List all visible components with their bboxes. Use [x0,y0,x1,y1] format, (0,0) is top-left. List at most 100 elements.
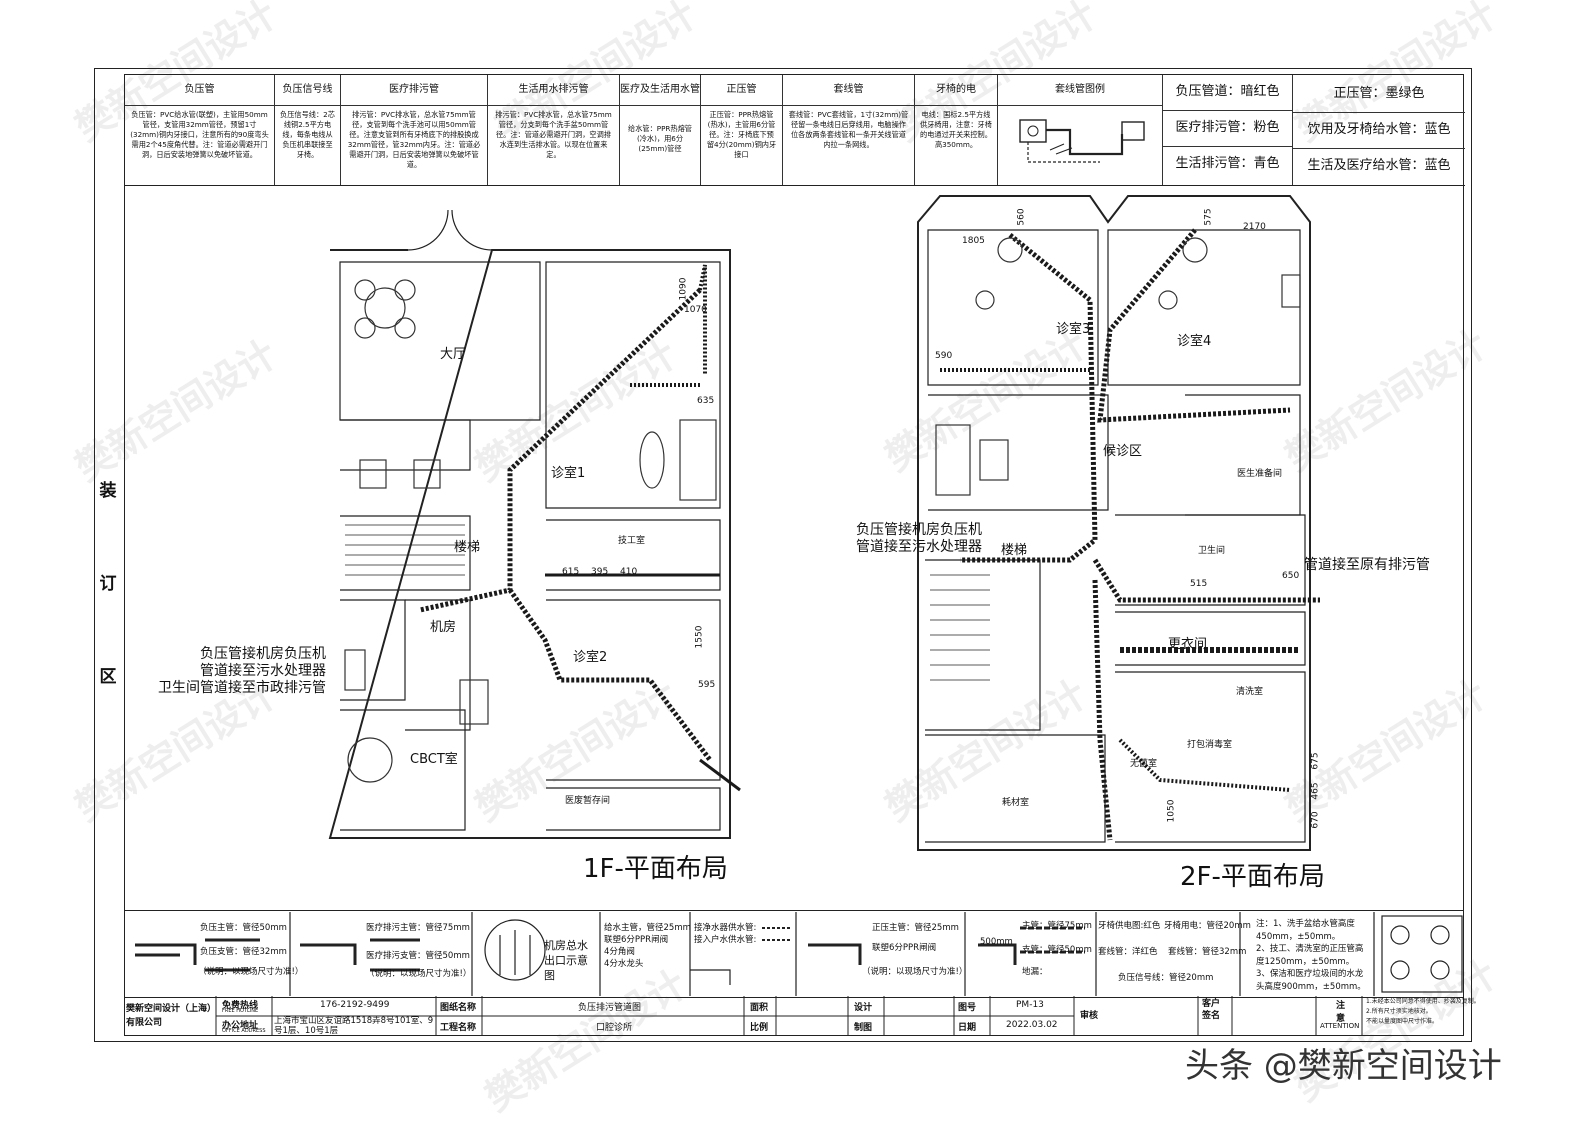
floor1-title: 1F-平面布局 [583,854,728,884]
room-label: 诊室2 [573,650,608,665]
spec-col-water-supply: 医疗及生活用水管给水管：PPR热熔管(冷水)，用6分(25mm)管径 [620,75,701,185]
legend-field-note: （说明：以现场尺寸为准!） [862,967,968,977]
legend-wire-pipe: 套线管：洋红色 [1098,947,1158,957]
drawing-name-label: 图纸名称 [440,1003,477,1013]
office-label: 办公地址 [222,1021,259,1031]
attention-text: 1.未经本公司同意不得使用、抄袭及复制。 2.所有尺寸须实地核对。 不能以量度图… [1366,998,1480,1025]
room-label: CBCT室 [410,752,458,767]
conduit-legend-diagram [1019,119,1145,163]
dimension: 595 [698,680,716,690]
hotline-en: FREE HOTLINE [222,1008,259,1014]
drawing-sheet: 负压管负压管：PVC给水管(联塑)，主管用50mm管径，支管用32mm管径，预留… [124,74,1465,1036]
legend-water-main: 给水主管，管径25mm 联塑6分PPR闸阀 4分角阀 4分水龙头 [604,923,691,969]
room-label: 无菌室 [1130,759,1158,769]
room-label: 楼梯 [454,540,481,555]
room-label: 耗材室 [1002,798,1030,808]
draw-label: 制图 [854,1023,873,1033]
floor1-negative-pipe [419,288,712,762]
legend-med-main: 医疗排污主管：管径75mm [366,923,470,933]
spec-col-conduit-legend: 套线管图例 [998,75,1163,185]
floor2-negative-pipe [960,228,1320,841]
dimension: 395 [591,567,609,577]
dimension: 410 [620,567,638,577]
room-label: 楼梯 [1001,543,1028,558]
room-label: 医废暂存间 [565,796,611,806]
design-label: 设计 [854,1003,873,1013]
spec-col-negative-pipe: 负压管负压管：PVC给水管(联塑)，主管用50mm管径，支管用32mm管径，预留… [125,75,275,185]
client-label: 客户签名 [1202,999,1221,1021]
attention-en: ATTENTION [1320,1022,1360,1030]
attention-label: 注意 [1336,1001,1346,1024]
dimension: 515 [1190,579,1208,589]
legend-neg-main: 负压主管：管径50mm [200,923,287,933]
floor2-note: 负压管接机房负压机 管道接至污水处理器 [856,522,982,555]
legend-field-note: （说明：以现场尺寸为准!） [198,967,304,977]
area-label: 面积 [750,1003,769,1013]
office-en: OFFICE ADDRESS [222,1028,266,1034]
address: 上海市宝山区友谊路1518弄8号101室、9号1层、10号1层 [274,1016,434,1036]
phone: 176-2192-9499 [320,1000,390,1010]
project: 口腔诊所 [596,1023,633,1033]
company-name: 樊新空间设计（上海）有限公司 [126,1004,217,1028]
legend-medical-drain: 医疗排污管：粉色 [1163,111,1293,147]
num-label: 图号 [958,1003,977,1013]
legend-water-supply: 生活及医疗给水管：蓝色 [1307,158,1451,173]
legend-wire-pipe2: 套线管：管径32mm [1168,947,1247,957]
legend-pipe500: 500mm [980,937,1013,947]
legend-room-outlet: 机房总水出口示意图 [544,939,588,982]
legend-branch-50: 支管：管径50mm [1022,945,1092,955]
legend-drinking-water: 饮用及牙椅给水管：蓝色 [1293,113,1465,149]
room-label: 清洗室 [1236,687,1264,697]
floor2-title: 2F-平面布局 [1180,862,1325,892]
legend-floor-drain: 地漏： [1022,967,1048,977]
legend-pos-main: 正压主管：管径25mm [872,923,959,933]
dimension: 615 [562,567,580,577]
dimension: 465 [1310,782,1321,800]
legend-chair-power: 牙椅用电：管径20mm [1164,921,1251,931]
binding-area-label: 装订区 [99,481,117,687]
legend-negative-pipe: 负压管道：暗红色 [1163,75,1293,111]
outer-frame [94,68,1472,1042]
room-label: 打包消毒室 [1187,740,1233,750]
spec-col-positive-pipe: 正压管正压管：PPR热熔管(热水)，主管用6分管径。注：牙椅底下预留4分(20m… [701,75,783,185]
project-label: 工程名称 [440,1023,477,1033]
room-label: 诊室4 [1177,334,1212,349]
room-label: 候诊区 [1103,444,1143,459]
legend-pos-valve: 联塑6分PPR闸阀 [872,943,937,953]
legend-neg-branch: 负压支管：管径32mm [200,947,287,957]
dimension: 1805 [962,236,985,246]
drawing-name: 负压排污管道图 [578,1003,642,1013]
review-label: 审核 [1080,1011,1099,1021]
dimension: 1550 [694,625,705,649]
floor1-outline [328,249,731,839]
credit-watermark: 头条 @樊新空间设计 [1185,1046,1502,1086]
spec-col-medical-drain: 医疗排污管排污管：PVC排水管，总水管75mm管径，支管到每个洗手池可以用50m… [341,75,488,185]
spec-col-conduit: 套线管套线管：PVC套线管，1寸(32mm)管径留一条电线日后穿线用，电脑操作位… [783,75,915,185]
room-label: 诊室1 [551,466,586,481]
pipe-color-legend: 负压管道：暗红色 正压管：墨绿色 医疗排污管：粉色 饮用及牙椅给水管：蓝色 生活… [1163,75,1465,185]
room-label: 诊室3 [1056,322,1091,337]
spec-table: 负压管负压管：PVC给水管(联塑)，主管用50mm管径，支管用32mm管径，预留… [125,75,1465,186]
dimension: 670 [1310,811,1321,829]
dimension: 1090 [678,277,689,301]
dimension: 1050 [1166,799,1177,823]
spec-col-domestic-drain: 生活用水排污管排污管：PVC排水管，总水管75mm管径，分支到每个洗手盆50mm… [488,75,620,185]
dimension: 1070 [684,305,707,315]
legend-main-75: 主管：管径75mm [1022,921,1092,931]
legend-purifier: 接净水器供水管: [694,923,757,933]
room-label: 技工室 [618,536,646,546]
floor2-outline [917,195,1311,851]
floor2-note-right: 管道接至原有排污管 [1304,557,1430,573]
room-label: 大厅 [440,347,467,362]
dimension: 2170 [1243,222,1266,232]
legend-domestic-drain: 生活排污管：青色 [1163,147,1293,185]
legend-chair-red: 牙椅供电图:红色 [1098,921,1161,931]
hotline-label: 免费热线 [222,1001,259,1011]
legend-med-branch: 医疗排污支管：管径50mm [366,951,470,961]
room-label: 机房 [430,620,457,635]
legend-inlet: 接入户水供水管: [694,935,757,945]
legend-positive-pipe: 正压管：墨绿色 [1293,77,1465,113]
room-label: 卫生间 [1198,546,1226,556]
date-label: 日期 [958,1023,977,1033]
floor1-note: 负压管接机房负压机 管道接至污水处理器 卫生间管道接至市政排污管 [158,646,326,696]
